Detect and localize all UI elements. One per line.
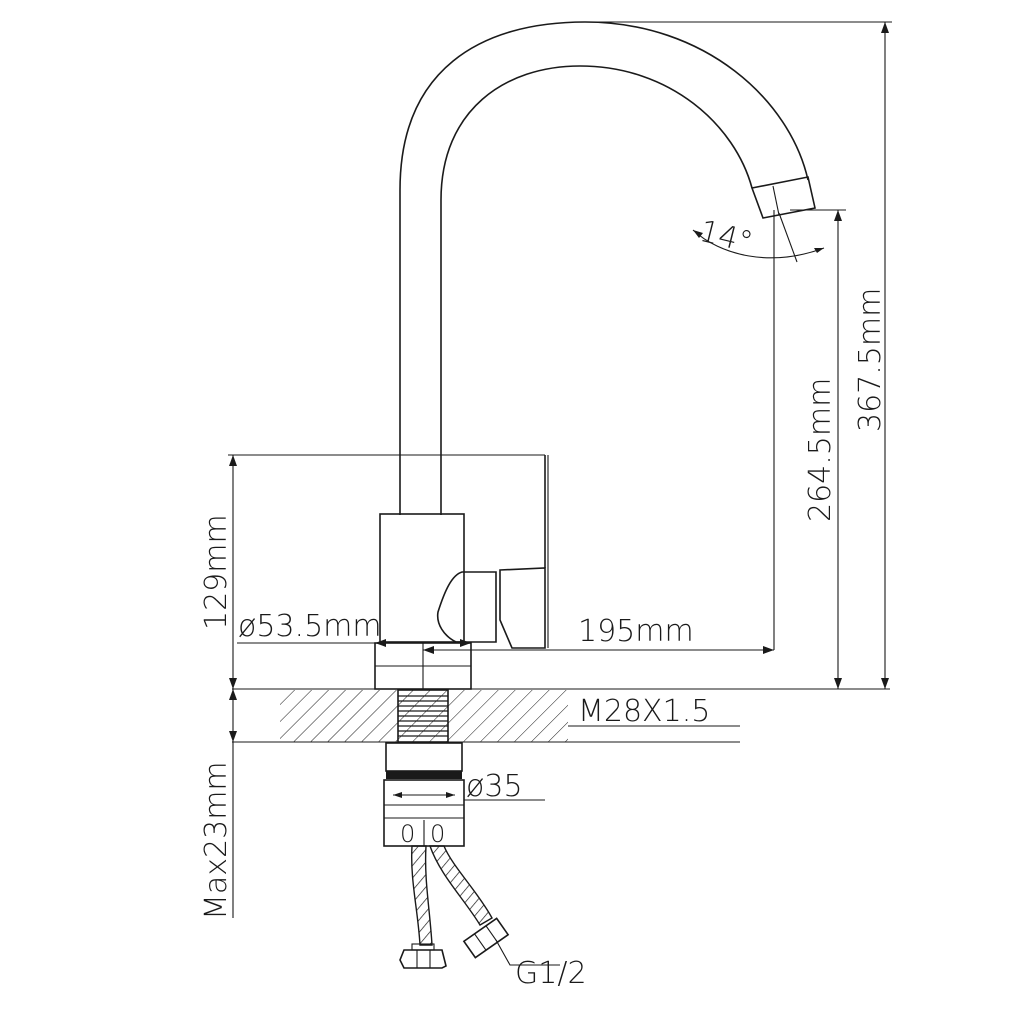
- reach-label: 195mm: [578, 614, 694, 649]
- base-diameter-dimension: [237, 639, 471, 647]
- supply-hoses: [399, 845, 560, 969]
- thread-label: M28X1.5: [578, 694, 710, 729]
- angle-dimension: [692, 210, 825, 650]
- svg-text:0: 0: [430, 820, 445, 848]
- base-diameter-label: ø53.5mm: [238, 609, 382, 644]
- total-height-label: 367.5mm: [853, 288, 888, 432]
- hose-connector-label: G1/2: [515, 956, 587, 991]
- angle-label: 14°: [696, 214, 756, 261]
- reach-dimension: [423, 646, 774, 654]
- svg-text:0: 0: [400, 820, 415, 848]
- spout-height-dimension: [790, 209, 846, 689]
- body-height-dimension: [228, 454, 545, 689]
- spout-height-label: 264.5mm: [803, 378, 838, 522]
- max-thickness-label: Max23mm: [199, 761, 234, 920]
- spout: [399, 21, 816, 515]
- body-height-label: 129mm: [199, 514, 234, 630]
- faucet-body: [374, 455, 549, 690]
- total-height-dimension: [585, 21, 892, 689]
- callout-leaders: [464, 725, 740, 801]
- shank-diameter-label: ø35: [466, 769, 523, 804]
- countertop: [232, 688, 890, 743]
- max-thickness-dimension: [229, 689, 237, 918]
